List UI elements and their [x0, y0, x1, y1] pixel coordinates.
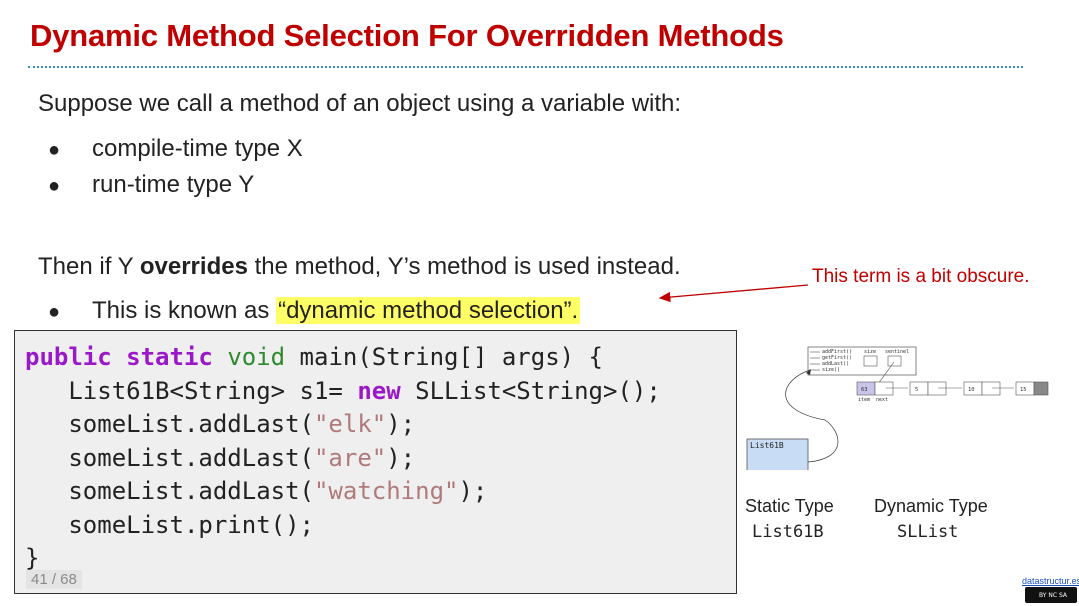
overrides-suffix: the method, Y’s method is used instead. — [247, 253, 681, 280]
static-type-value: List61B — [752, 522, 824, 542]
page-number: 41 / 68 — [26, 570, 82, 589]
code-line: someList.addLast("are"); — [25, 443, 416, 472]
annotation-text: This term is a bit obscure. — [812, 266, 1030, 287]
size-field-box — [863, 355, 878, 367]
slide-title: Dynamic Method Selection For Overridden … — [30, 18, 784, 53]
reference-arrow — [785, 369, 839, 463]
node-item-label: item — [858, 397, 870, 403]
node-next-label: next — [876, 397, 888, 403]
code-line: public static void main(String[] args) { — [25, 343, 603, 371]
sllist-diagram: addFirst() getFirst() addLast() size() s… — [746, 346, 1049, 470]
dynamic-method-selection-highlight: “dynamic method selection”. — [276, 297, 581, 324]
method-label: addLast() — [822, 361, 849, 367]
code-block: public static void main(String[] args) {… — [14, 330, 737, 594]
annotation-arrow — [658, 284, 809, 303]
node-value: 15 — [1020, 387, 1027, 393]
method-label: size() — [822, 367, 840, 373]
size-field-label: size — [864, 349, 876, 355]
intro-text: Suppose we call a method of an object us… — [38, 90, 682, 117]
node-value: 5 — [915, 387, 918, 393]
bullet-dot-1: ● — [48, 139, 61, 161]
list61b-variable-box — [746, 438, 809, 470]
known-as-text: This is known as “dynamic method selecti… — [92, 297, 581, 325]
dynamic-type-value: SLList — [897, 522, 959, 542]
reference-arrow-head — [806, 369, 811, 375]
overrides-bold: overrides — [139, 253, 248, 280]
known-as-prefix: This is known as — [92, 297, 277, 324]
node-next — [927, 381, 947, 396]
code-line: someList.addLast("watching"); — [25, 477, 488, 505]
method-label: getFirst() — [822, 355, 852, 361]
null-next — [1033, 381, 1049, 396]
cc-license-badge: BY NC SA — [1025, 587, 1077, 603]
node-next — [981, 381, 1001, 396]
static-type-label: Static Type — [745, 496, 834, 516]
code-line: someList.print(); — [25, 510, 314, 539]
method-label: addFirst() — [822, 349, 852, 355]
bullet-run-time: run-time type Y — [92, 171, 255, 198]
cc-license-text: BY NC SA — [1039, 592, 1067, 599]
dynamic-type-label: Dynamic Type — [874, 496, 988, 516]
sentinel-field-box — [887, 355, 902, 367]
code-line: List61B<String> s1= new SLList<String>()… — [25, 376, 661, 405]
datastructures-link[interactable]: datastructur.es — [1022, 576, 1079, 586]
code-text: public static void main(String[] args) {… — [25, 341, 661, 576]
overrides-prefix: Then if Y — [38, 253, 140, 280]
sentinel-node-next — [874, 381, 894, 396]
bullet-dot-3: ● — [48, 301, 61, 323]
bullet-compile-time: compile-time type X — [92, 135, 303, 162]
title-divider — [28, 66, 1023, 68]
bullet-dot-2: ● — [48, 175, 61, 197]
node-value: 10 — [968, 387, 975, 393]
node-value: 63 — [861, 387, 868, 393]
list61b-box-label: List61B — [750, 441, 784, 450]
node-item — [909, 381, 929, 396]
code-line: someList.addLast("elk"); — [25, 410, 416, 438]
overrides-text: Then if Y overrides the method, Y’s meth… — [38, 253, 681, 281]
code-line: } — [25, 544, 40, 572]
sentinel-field-label: sentinel — [885, 349, 909, 355]
